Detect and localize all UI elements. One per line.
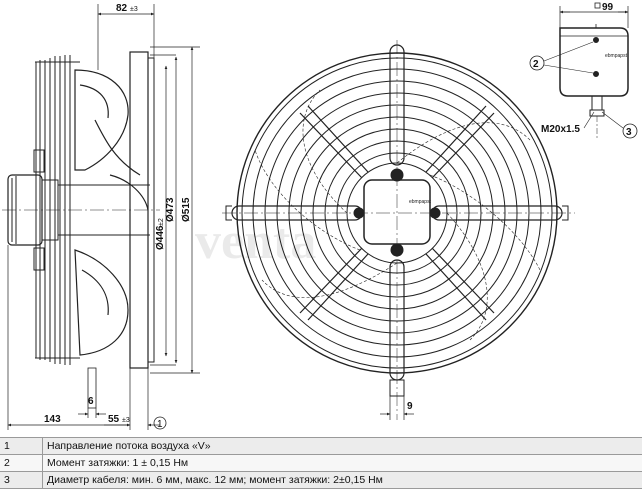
table-row: 1 Направление потока воздуха «V» [0, 437, 642, 455]
box-dimension [559, 6, 629, 28]
svg-text:3: 3 [626, 127, 632, 138]
table-row: 3 Диаметр кабеля: мин. 6 мм, макс. 12 мм… [0, 471, 642, 489]
dim-inner-dia: Ø473 [165, 197, 176, 222]
note-text: Диаметр кабеля: мин. 6 мм, макс. 12 мм; … [42, 471, 642, 489]
box-detail-brand: ebmpapst [605, 53, 628, 59]
note-text: Направление потока воздуха «V» [42, 437, 642, 455]
dim-depth-tol: ±3 [130, 6, 138, 13]
watermark: venta [195, 213, 316, 270]
svg-text:1: 1 [157, 419, 163, 430]
note-number: 1 [0, 437, 43, 455]
callout-3: 3 [601, 111, 638, 139]
table-row: 2 Момент затяжки: 1 ± 0,15 Нм [0, 454, 642, 472]
note-text: Момент затяжки: 1 ± 0,15 Нм [42, 454, 642, 472]
technical-drawing: 82 ±3 143 6 55 ±3 1 Ø446 ±2 Ø473 Ø515 [2, 2, 638, 430]
note-number: 3 [0, 471, 43, 489]
dim-slot-width: 6 [88, 396, 94, 407]
front-view [222, 40, 575, 420]
dim-guard-dia: Ø446 [155, 225, 166, 250]
foot-dimension [380, 396, 414, 420]
callout-1: 1 [153, 416, 167, 430]
dim-box-width: 99 [602, 2, 614, 13]
dim-gland: M20x1.5 [541, 124, 580, 135]
dim-foot-width: 9 [407, 401, 413, 412]
dim-outer-dia: Ø515 [181, 197, 192, 222]
dim-guard-dia-tol: ±2 [158, 218, 165, 226]
notes-table: 1 Направление потока воздуха «V» 2 Момен… [0, 437, 642, 489]
blade-outlines [254, 89, 541, 341]
dim-depth: 82 [116, 3, 128, 14]
callout-2: 2 [529, 41, 594, 74]
dim-mount-depth: 55 [108, 414, 120, 425]
side-dimensions [7, 4, 200, 430]
hub-brand-label: ebmpapst [409, 199, 432, 205]
dim-side-offset: 143 [44, 414, 61, 425]
terminal-box-detail [559, 24, 629, 140]
side-view [2, 51, 160, 409]
dim-mount-tol: ±3 [122, 417, 130, 424]
fan-blades-side [74, 69, 149, 356]
note-number: 2 [0, 454, 43, 472]
svg-text:2: 2 [533, 59, 539, 70]
